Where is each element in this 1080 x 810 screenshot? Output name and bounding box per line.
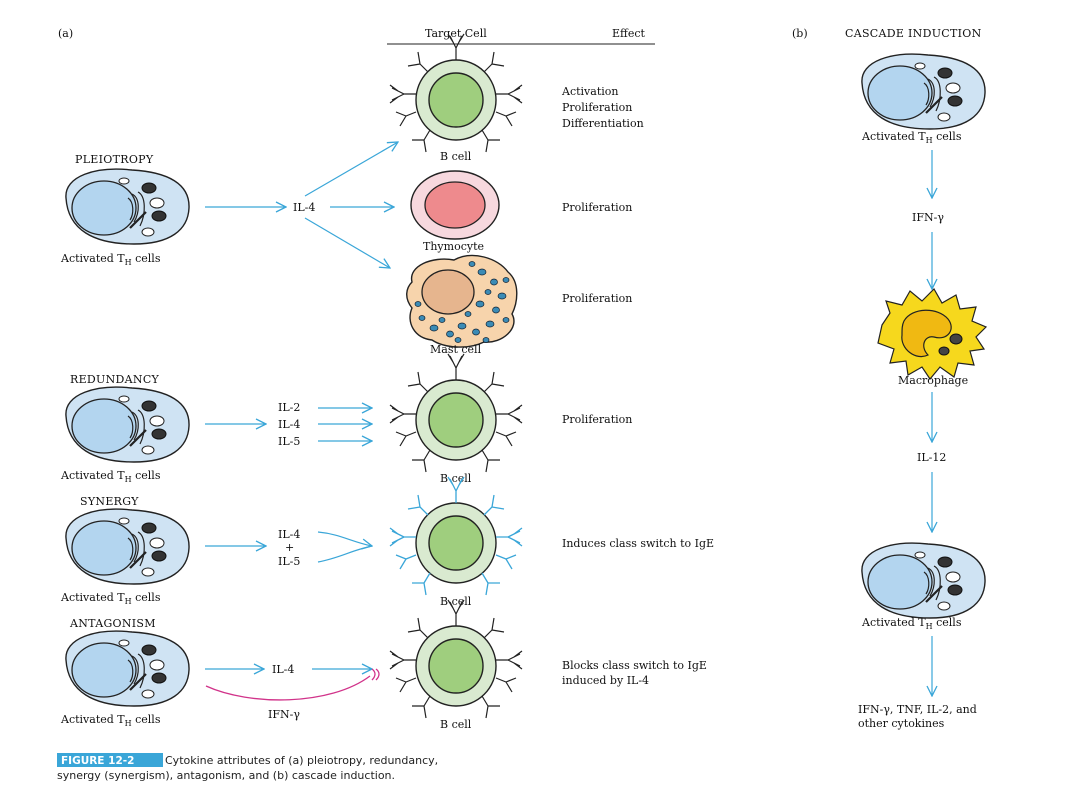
arrow-synergy-lower	[317, 545, 373, 563]
arrow-synergy-upper	[317, 531, 372, 546]
cytokine-il2: IL-2	[278, 401, 300, 414]
th-label-synergy: Activated TH cells	[60, 591, 161, 606]
arrow-ifn-antagonism	[205, 675, 371, 701]
b-cell-label-redundancy: B cell	[440, 472, 472, 485]
caption-line2: synergy (synergism), antagonism, and (b)…	[57, 769, 395, 782]
section-pleiotropy: PLEIOTROPY	[75, 153, 154, 166]
th-label-redundancy: Activated TH cells	[60, 469, 161, 484]
panel-a-label: (a)	[58, 27, 73, 40]
b-cell-label-pleiotropy: B cell	[440, 150, 472, 163]
effect-differentiation: Differentiation	[562, 117, 644, 130]
th-label-pleiotropy: Activated TH cells	[60, 252, 161, 267]
effect-activation: Activation	[561, 85, 618, 98]
effect-blocks-line1: Blocks class switch to IgE	[562, 659, 707, 672]
cytokine-il5-redundancy: IL-5	[278, 435, 300, 448]
caption-figure-box	[57, 753, 163, 767]
cytokine-il4-pleiotropy: IL-4	[293, 201, 315, 214]
effect-blocks-line2: induced by IL-4	[562, 674, 649, 687]
th-cell-cascade-bottom	[860, 542, 987, 620]
macrophage-label: Macrophage	[898, 374, 968, 387]
header-effect: Effect	[612, 27, 646, 40]
arrow-il4-to-bcell	[304, 142, 398, 197]
cascade-title: CASCADE INDUCTION	[845, 27, 982, 40]
effect-proliferation-2: Proliferation	[562, 201, 632, 214]
th-label-antagonism: Activated TH cells	[60, 713, 161, 728]
header-target-cell: Target Cell	[425, 27, 487, 40]
effect-proliferation-1: Proliferation	[562, 101, 632, 114]
arrow-il4-to-mast	[304, 217, 390, 268]
th-cell-cascade-top	[860, 53, 987, 131]
b-cell-pleiotropy	[389, 33, 523, 153]
thymocyte	[410, 170, 500, 240]
cascade-il12: IL-12	[917, 451, 946, 464]
cytokine-il4-synergy: IL-4	[278, 528, 300, 541]
effect-class-switch: Induces class switch to IgE	[562, 537, 714, 550]
th-cell-antagonism	[64, 630, 191, 708]
th-cell-synergy	[64, 508, 191, 586]
b-cell-redundancy	[389, 353, 523, 473]
caption-line1: Cytokine attributes of (a) pleiotropy, r…	[165, 754, 438, 767]
cytokine-plus: +	[285, 541, 294, 554]
cytokine-il4-redundancy: IL-4	[278, 418, 300, 431]
b-cell-antagonism	[389, 599, 523, 719]
caption-figure-number: FIGURE 12-2	[61, 755, 134, 767]
macrophage	[877, 288, 987, 380]
b-cell-label-synergy: B cell	[440, 595, 472, 608]
panel-b-label: (b)	[792, 27, 808, 40]
block-icon	[371, 668, 380, 681]
section-synergy: SYNERGY	[80, 495, 139, 508]
b-cell-synergy	[389, 476, 523, 596]
mast-cell-label: Mast cell	[430, 343, 482, 356]
cascade-output-line2: other cytokines	[858, 717, 945, 730]
cascade-ifn-gamma: IFN-γ	[912, 211, 944, 224]
effect-proliferation-3: Proliferation	[562, 292, 632, 305]
section-antagonism: ANTAGONISM	[69, 617, 156, 630]
th-label-cascade-bottom: Activated TH cells	[861, 616, 962, 631]
effect-proliferation-4: Proliferation	[562, 413, 632, 426]
cytokine-ifn-antagonism: IFN-γ	[268, 708, 300, 721]
cascade-output-line1: IFN-γ, TNF, IL-2, and	[858, 703, 977, 716]
mast-cell	[406, 254, 518, 348]
cytokine-il5-synergy: IL-5	[278, 555, 300, 568]
th-label-cascade-top: Activated TH cells	[861, 130, 962, 145]
th-cell-pleiotropy	[64, 168, 191, 246]
section-redundancy: REDUNDANCY	[70, 373, 160, 386]
b-cell-label-antagonism: B cell	[440, 718, 472, 731]
th-cell-redundancy	[64, 386, 191, 464]
cytokine-il4-antagonism: IL-4	[272, 663, 294, 676]
thymocyte-label: Thymocyte	[423, 240, 484, 253]
